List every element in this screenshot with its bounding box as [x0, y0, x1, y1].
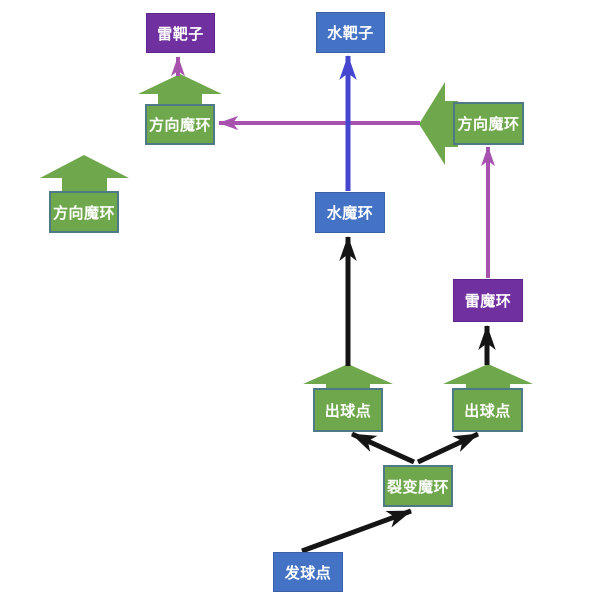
node-label: 雷魔环 — [464, 293, 512, 310]
node-serve-point: 发球点 — [273, 552, 343, 592]
fat-up-arrow-exit-point-right — [443, 364, 533, 390]
node-label: 发球点 — [284, 564, 332, 582]
node-water-target: 水靶子 — [316, 12, 385, 53]
fat-left-arrow-direction-ring-right — [419, 82, 458, 165]
fat-up-arrow-exit-point-left — [303, 364, 393, 390]
node-exit-point-left: 出球点 — [313, 388, 383, 432]
node-label: 裂变魔环 — [386, 478, 449, 496]
node-label: 方向魔环 — [457, 116, 520, 133]
node-direction-ring-right: 方向魔环 — [453, 102, 524, 145]
node-thunder-target: 雷靶子 — [146, 13, 215, 53]
node-direction-ring-standalone: 方向魔环 — [49, 191, 119, 233]
node-label: 方向魔环 — [52, 204, 115, 222]
node-label: 雷靶子 — [157, 25, 204, 43]
node-water-ring: 水魔环 — [315, 192, 385, 233]
fat-up-arrow-direction-ring-top-left — [138, 74, 222, 106]
node-direction-ring-top-left: 方向魔环 — [145, 104, 215, 145]
edge-fissionring-to-exitright — [416, 431, 480, 465]
node-label: 方向魔环 — [148, 117, 211, 134]
node-label: 出球点 — [324, 402, 372, 420]
node-thunder-ring: 雷魔环 — [453, 279, 523, 322]
node-exit-point-right: 出球点 — [452, 388, 523, 432]
edge-servepoint-to-fissionring — [301, 508, 412, 554]
edge-fissionring-to-exitleft — [350, 431, 416, 465]
node-label: 水靶子 — [327, 25, 374, 42]
node-fission-ring: 裂变魔环 — [383, 465, 453, 507]
node-label: 出球点 — [464, 402, 511, 420]
fat-up-arrow-direction-ring-standalone — [40, 155, 129, 193]
node-label: 水魔环 — [326, 205, 374, 222]
